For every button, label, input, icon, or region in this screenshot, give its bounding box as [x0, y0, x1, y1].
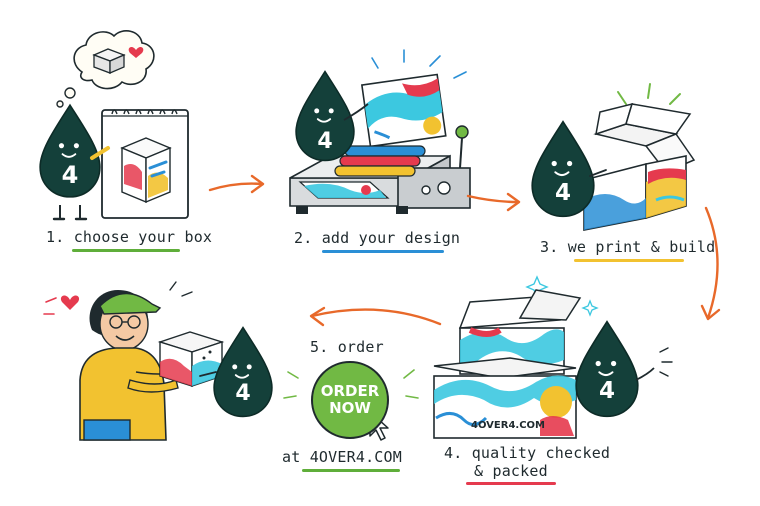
open-box: [583, 102, 696, 231]
arrow-4-to-5: [310, 308, 442, 326]
step2-label: 2. add your design: [294, 229, 461, 247]
box-brand-text: 4OVER4.COM: [471, 420, 545, 431]
mascot-number: 4: [62, 161, 79, 189]
mascot-drop: 4: [575, 320, 673, 418]
order-sparks: [283, 369, 419, 399]
mascot-drop: 4: [531, 120, 607, 218]
step2-underline: [322, 250, 444, 253]
mascot-number: 4: [555, 180, 571, 206]
person: [79, 290, 179, 441]
mascot-drop: 4: [39, 104, 110, 221]
arrow-3-to-4: [704, 206, 719, 320]
step2-illustration: 4: [289, 49, 471, 214]
stacked-boxes: 4OVER4.COM: [433, 289, 582, 439]
mascot-number: 4: [599, 378, 615, 404]
heart-icon: [128, 46, 144, 58]
order-now-line2: NOW: [329, 399, 371, 417]
customer-illustration: 4: [43, 281, 274, 441]
step4-label-line2: & packed: [474, 462, 548, 480]
step3-illustration: 4: [531, 83, 696, 231]
mascot-number: 4: [235, 381, 250, 406]
step3-underline: [574, 259, 684, 262]
delivered-box: [157, 331, 225, 387]
step1-label: 1. choose your box: [46, 228, 213, 246]
mascot-drop: 4: [199, 326, 274, 418]
step5-label: 5. order: [310, 338, 384, 356]
sparkle-icon: [581, 299, 599, 317]
step4-underline: [466, 482, 556, 485]
mascot-number: 4: [317, 129, 332, 154]
thought-bubble-icon: [56, 30, 155, 108]
order-now-line1: ORDER: [320, 382, 380, 400]
step4-illustration: 4OVER4.COM 4: [433, 275, 673, 439]
printing-press: [289, 125, 471, 214]
mascot-drop: 4: [294, 70, 369, 162]
step3-label: 3. we print & build: [540, 238, 716, 256]
heart-icon: [60, 295, 80, 310]
site-underline: [302, 469, 400, 472]
site-link[interactable]: at 4OVER4.COM: [282, 448, 402, 466]
flow-arrows: [208, 174, 721, 327]
step1-underline: [72, 249, 180, 252]
step1-illustration: 4: [39, 30, 189, 221]
arrow-1-to-2: [208, 182, 264, 192]
sketch-pad: [101, 109, 189, 219]
arrow-2-to-3: [466, 194, 520, 204]
step4-label: 4. quality checked: [444, 444, 611, 462]
